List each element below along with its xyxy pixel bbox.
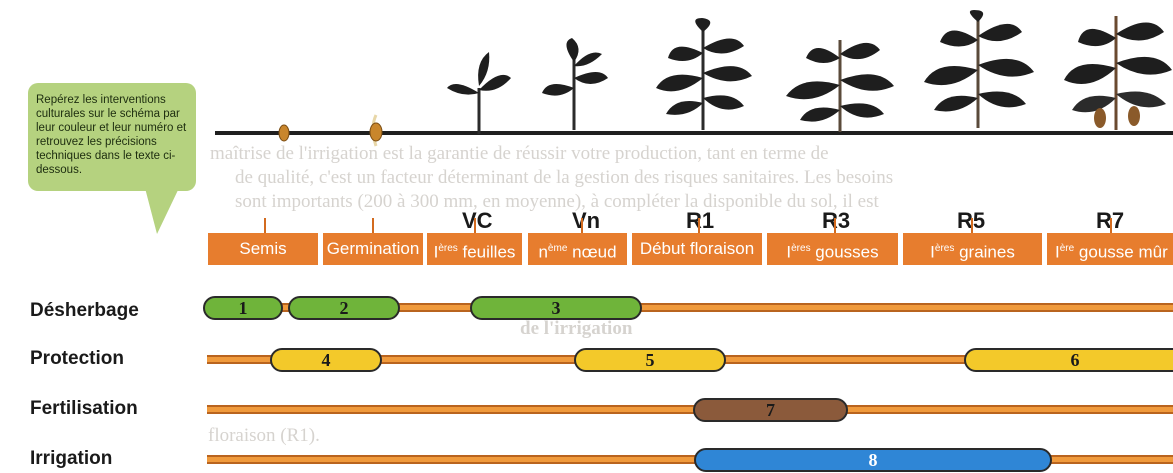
background-text-line-1: maîtrise de l'irrigation est la garantie… — [210, 143, 829, 165]
stage-premieres-gousses: Ières gousses — [767, 233, 898, 265]
row-label-fertilisation: Fertilisation — [30, 398, 138, 420]
stage-label-post: gousse mûr — [1079, 243, 1168, 262]
stage-code-vc: VC — [462, 208, 493, 234]
background-text-line-2: de qualité, c'est un facteur déterminant… — [235, 167, 893, 189]
stage-debut-floraison: Début floraison — [632, 233, 762, 265]
intervention-1: 1 — [203, 296, 283, 320]
stage-label-sup: ère — [1060, 243, 1074, 254]
plant-r3-icon — [780, 30, 900, 135]
stage-tick — [1110, 218, 1112, 234]
stage-label-post: nœud — [572, 243, 616, 262]
stage-premiere-gousse-mure: Ière gousse mûr — [1047, 233, 1173, 265]
background-text-line-4: de l'irrigation — [520, 318, 632, 340]
intervention-4: 4 — [270, 348, 382, 372]
stage-nieme-noeud: nème nœud — [528, 233, 627, 265]
track-fertilisation — [207, 405, 1173, 414]
background-text-line-3: sont importants (200 à 300 mm, en moyenn… — [235, 191, 879, 213]
stage-germination: Germination — [323, 233, 423, 265]
stage-code-vn: Vn — [572, 208, 600, 234]
stage-tick — [971, 218, 973, 234]
intervention-number: 3 — [552, 298, 561, 318]
plant-vn-icon — [540, 38, 610, 133]
germinating-seed-icon — [366, 110, 386, 150]
stage-tick — [264, 218, 266, 234]
intervention-number: 6 — [1071, 350, 1080, 370]
intervention-number: 4 — [322, 350, 331, 370]
stage-label: Germination — [327, 239, 420, 258]
stage-label-sup: ères — [438, 243, 457, 254]
stage-premieres-feuilles: Ières feuilles — [427, 233, 522, 265]
plant-r1-icon — [648, 18, 758, 133]
row-label-desherbage: Désherbage — [30, 300, 139, 322]
callout-text: Repérez les interventions culturales sur… — [36, 94, 186, 176]
instruction-callout: Repérez les interventions culturales sur… — [28, 83, 196, 191]
seedling-vc-icon — [445, 48, 515, 138]
stage-code-r3: R3 — [822, 208, 850, 234]
stage-label: Début floraison — [640, 239, 754, 258]
stage-label: Semis — [239, 239, 286, 258]
intervention-7: 7 — [693, 398, 848, 422]
intervention-2: 2 — [288, 296, 400, 320]
intervention-number: 1 — [239, 298, 248, 318]
row-label-protection: Protection — [30, 348, 124, 370]
stage-premieres-graines: Ières graines — [903, 233, 1042, 265]
intervention-6: 6 — [964, 348, 1173, 372]
intervention-3: 3 — [470, 296, 642, 320]
plant-r5-icon — [918, 10, 1038, 130]
intervention-5: 5 — [574, 348, 726, 372]
stage-tick — [372, 218, 374, 234]
stage-label-pre: n — [538, 243, 547, 262]
intervention-number: 7 — [766, 400, 775, 420]
callout-pointer — [145, 188, 179, 234]
intervention-number: 2 — [340, 298, 349, 318]
stage-code-r1: R1 — [686, 208, 714, 234]
stage-semis: Semis — [208, 233, 318, 265]
stage-tick — [581, 218, 583, 234]
intervention-number: 8 — [869, 450, 878, 470]
stage-label-post: gousses — [815, 243, 878, 262]
stage-label-sup: ème — [548, 243, 567, 254]
seed-icon — [278, 123, 290, 143]
stage-label-sup: ères — [935, 243, 954, 254]
stage-tick — [698, 218, 700, 234]
row-label-irrigation: Irrigation — [30, 448, 112, 470]
stage-label-sup: ères — [791, 243, 810, 254]
intervention-8: 8 — [694, 448, 1052, 472]
plant-r7-icon — [1060, 8, 1173, 133]
stage-label-post: graines — [959, 243, 1015, 262]
intervention-number: 5 — [646, 350, 655, 370]
stage-label-post: feuilles — [463, 243, 516, 262]
stage-tick — [834, 218, 836, 234]
stage-tick — [474, 218, 476, 234]
background-text-line-5: floraison (R1). — [208, 425, 320, 447]
